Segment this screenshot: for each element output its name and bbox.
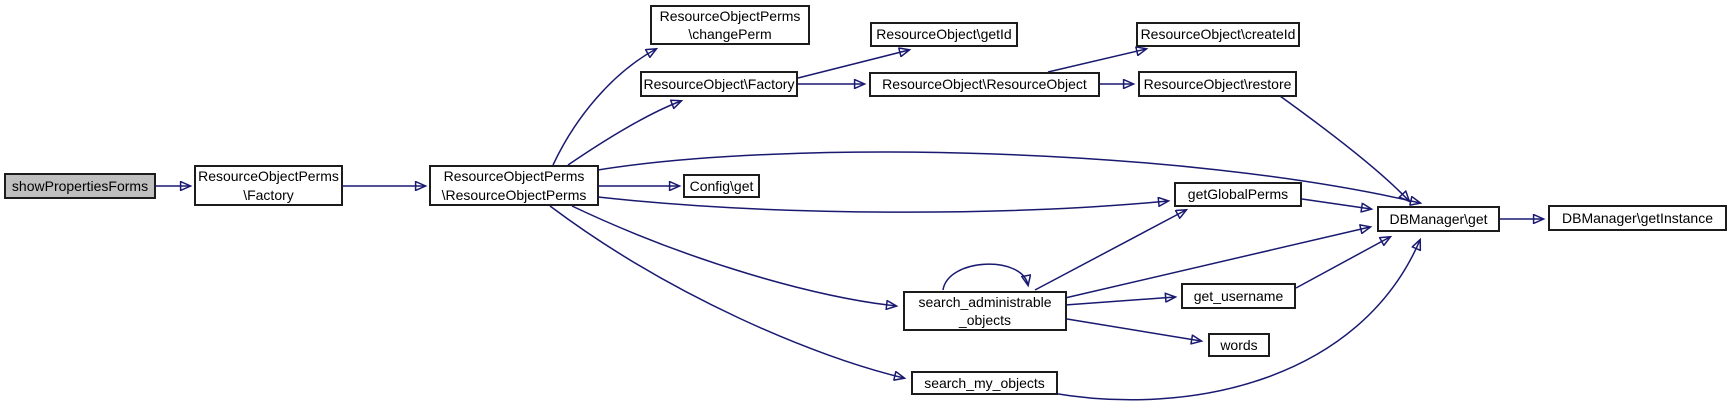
node-words[interactable]: words: [1208, 333, 1270, 357]
node-search-administrable-objects[interactable]: search_administrable _objects: [903, 291, 1067, 331]
node-get-username[interactable]: get_username: [1181, 283, 1296, 309]
edge-rop-to-search-my: [549, 205, 904, 378]
edge-ro-factory-to-getid: [797, 50, 909, 79]
node-show-properties-forms: showPropertiesForms: [4, 173, 156, 199]
edge-get-username-to-dbget: [1295, 237, 1390, 289]
edge-ro-to-createid: [1047, 49, 1146, 73]
edge-rop-to-ro-factory: [567, 101, 681, 166]
node-search-my-objects[interactable]: search_my_objects: [911, 371, 1058, 395]
node-getglobalperms[interactable]: getGlobalPerms: [1174, 182, 1302, 207]
node-resourceobject-createid[interactable]: ResourceObject\createId: [1136, 22, 1300, 47]
edge-rop-to-changeperm: [552, 49, 656, 166]
node-resourceobjectperms-changeperm[interactable]: ResourceObjectPerms \changePerm: [650, 5, 810, 45]
node-dbmanager-get[interactable]: DBManager\get: [1377, 206, 1500, 232]
node-resourceobject-getid[interactable]: ResourceObject\getId: [870, 22, 1018, 47]
node-resourceobject-restore[interactable]: ResourceObject\restore: [1138, 71, 1297, 97]
node-resourceobject-resourceobject[interactable]: ResourceObject\ResourceObject: [869, 72, 1100, 97]
edge-search-my-to-dbget: [1051, 240, 1420, 401]
edge-rop-to-getglobalperms: [597, 196, 1168, 213]
edge-search-admin-self-loop: [942, 263, 1028, 291]
node-dbmanager-getinstance[interactable]: DBManager\getInstance: [1548, 205, 1727, 231]
node-resourceobjectperms-factory[interactable]: ResourceObjectPerms \Factory: [194, 165, 343, 206]
node-config-get[interactable]: Config\get: [683, 174, 760, 198]
edge-rop-to-search-admin: [571, 205, 896, 306]
edge-search-admin-to-words: [1066, 318, 1201, 341]
node-resourceobjectperms-resourceobjectperms[interactable]: ResourceObjectPerms \ResourceObjectPerms: [429, 165, 599, 206]
node-resourceobject-factory[interactable]: ResourceObject\Factory: [640, 71, 798, 97]
edge-search-admin-to-get-username: [1064, 297, 1175, 306]
edge-restore-to-dbget: [1279, 95, 1409, 201]
edge-getglobalperms-to-dbget: [1301, 198, 1371, 209]
edge-rop-to-dbget: [597, 151, 1420, 203]
edge-search-admin-to-getglobalperms: [1034, 210, 1186, 291]
edge-search-admin-to-dbget: [1064, 227, 1370, 299]
